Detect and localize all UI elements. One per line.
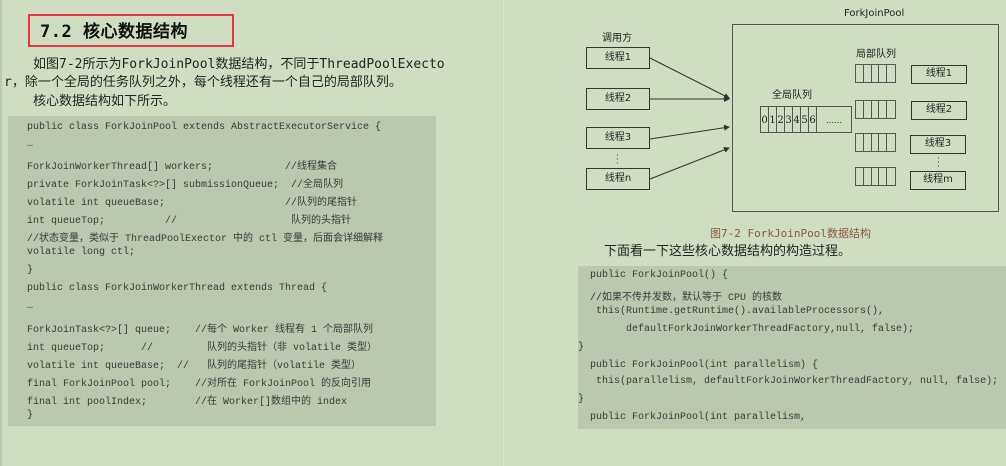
worker-thread-label: 线程2 [925, 104, 953, 115]
code-line: } [27, 265, 34, 276]
worker-thread-m: 线程m [910, 171, 966, 190]
pool-box [732, 24, 999, 212]
caller-thread-1: 线程1 [586, 47, 650, 69]
code-line: public class ForkJoinWorkerThread extend… [27, 283, 328, 294]
code-line: volatile int queueBase; //队列的尾指针 [27, 198, 358, 209]
queue-cell: 0 [761, 107, 769, 132]
arrows [649, 57, 730, 180]
construct-paragraph: 下面看一下这些核心数据结构的构造过程。 [604, 244, 852, 259]
worker-ellipsis: ··· [937, 154, 940, 172]
caller-label: 调用方 [602, 33, 632, 44]
code-line: int queueTop; // 队列的头指针（非 volatile 类型） [27, 343, 378, 354]
code-line: public ForkJoinPool(int parallelism) { [578, 360, 819, 371]
local-queue-2 [855, 100, 896, 119]
queue-cell: 6 [809, 107, 817, 132]
code-line: } [27, 410, 34, 421]
heading-highlight-box [28, 14, 234, 47]
global-queue: 0 1 2 3 4 5 6 …… [760, 106, 852, 133]
code-line: defaultForkJoinWorkerThreadFactory,null,… [578, 324, 915, 335]
worker-thread-label: 线程1 [925, 68, 953, 79]
worker-thread-label: 线程m [923, 174, 953, 185]
queue-cell: 3 [785, 107, 793, 132]
local-queue-1 [855, 64, 896, 83]
code-line: … [27, 301, 34, 312]
code-line: } [578, 394, 585, 405]
queue-cell: …… [826, 116, 842, 125]
intro-paragraph-line-2: r，除一个全局的任务队列之外，每个线程还有一个自己的局部队列。 [4, 75, 402, 90]
queue-cell: 1 [769, 107, 777, 132]
queue-cell: 5 [801, 107, 809, 132]
intro-paragraph-line-1: 如图7-2所示为ForkJoinPool数据结构，不同于ThreadPoolEx… [33, 57, 445, 72]
code-line: //状态变量，类似于 ThreadPoolExector 中的 ctl 变量，后… [27, 234, 384, 245]
caller-thread-label: 线程2 [604, 93, 632, 104]
caller-thread-2: 线程2 [586, 88, 650, 110]
caller-thread-3: 线程3 [586, 127, 650, 149]
worker-thread-2: 线程2 [911, 101, 967, 120]
global-queue-label: 全局队列 [772, 90, 812, 101]
code-line: … [27, 139, 34, 150]
figure-caption: 图7-2 ForkJoinPool数据结构 [710, 227, 871, 240]
code-line: final ForkJoinPool pool; //对所在 ForkJoinP… [27, 379, 372, 390]
code-line: ForkJoinWorkerThread[] workers; //线程集合 [27, 162, 338, 173]
code-block-forkjoinpool: public class ForkJoinPool extends Abstra… [8, 116, 436, 426]
code-line: private ForkJoinTask<?>[] submissionQueu… [27, 180, 344, 191]
worker-thread-3: 线程3 [910, 135, 966, 154]
code-line: final int poolIndex; //在 Worker[]数组中的 in… [27, 397, 348, 408]
code-line: public ForkJoinPool() { [578, 270, 729, 281]
local-queue-3 [855, 133, 896, 152]
code-line: ForkJoinTask<?>[] queue; //每个 Worker 线程有… [27, 325, 374, 336]
code-line: this(parallelism, defaultForkJoinWorkerT… [578, 376, 999, 387]
caller-thread-label: 线程n [604, 173, 632, 184]
code-line: this(Runtime.getRuntime().availableProce… [578, 306, 885, 317]
worker-thread-1: 线程1 [911, 65, 967, 84]
caller-thread-label: 线程1 [604, 52, 632, 63]
code-line: } [578, 342, 585, 353]
caller-thread-label: 线程3 [604, 132, 632, 143]
code-line: int queueTop; // 队列的头指针 [27, 216, 352, 227]
page-divider [503, 0, 504, 466]
code-line: volatile long ctl; [27, 247, 136, 258]
caller-thread-n: 线程n [586, 168, 650, 190]
right-page: ForkJoinPool 调用方 线程1 线程2 线程3 ··· 线程n 全局队… [504, 0, 1006, 466]
pool-title: ForkJoinPool [844, 8, 905, 19]
section-heading: 7.2 核心数据结构 [40, 22, 188, 42]
queue-cell: 4 [793, 107, 801, 132]
code-line: volatile int queueBase; // 队列的尾指针（volati… [27, 361, 362, 372]
intro-paragraph-line-3: 核心数据结构如下所示。 [33, 94, 177, 109]
code-block-constructors: public ForkJoinPool() { //如果不传并发数，默认等于 C… [578, 266, 1006, 389]
worker-thread-label: 线程3 [924, 138, 952, 149]
code-line: public class ForkJoinPool extends Abstra… [27, 122, 382, 133]
forkjoinpool-diagram: ForkJoinPool 调用方 线程1 线程2 线程3 ··· 线程n 全局队… [582, 0, 1006, 220]
left-page: 7.2 核心数据结构 如图7-2所示为ForkJoinPool数据结构，不同于T… [4, 14, 445, 426]
code-block-constructors-cont: this(parallelism, defaultForkJoinWorkerT… [578, 376, 1006, 429]
code-line: public ForkJoinPool(int parallelism, [578, 412, 807, 423]
queue-cell: 2 [777, 107, 785, 132]
local-queue-label: 局部队列 [856, 49, 896, 60]
caller-ellipsis: ··· [616, 151, 619, 169]
code-line: //如果不传并发数，默认等于 CPU 的核数 [578, 293, 783, 304]
page-edge [0, 0, 2, 466]
local-queue-4 [855, 167, 896, 186]
